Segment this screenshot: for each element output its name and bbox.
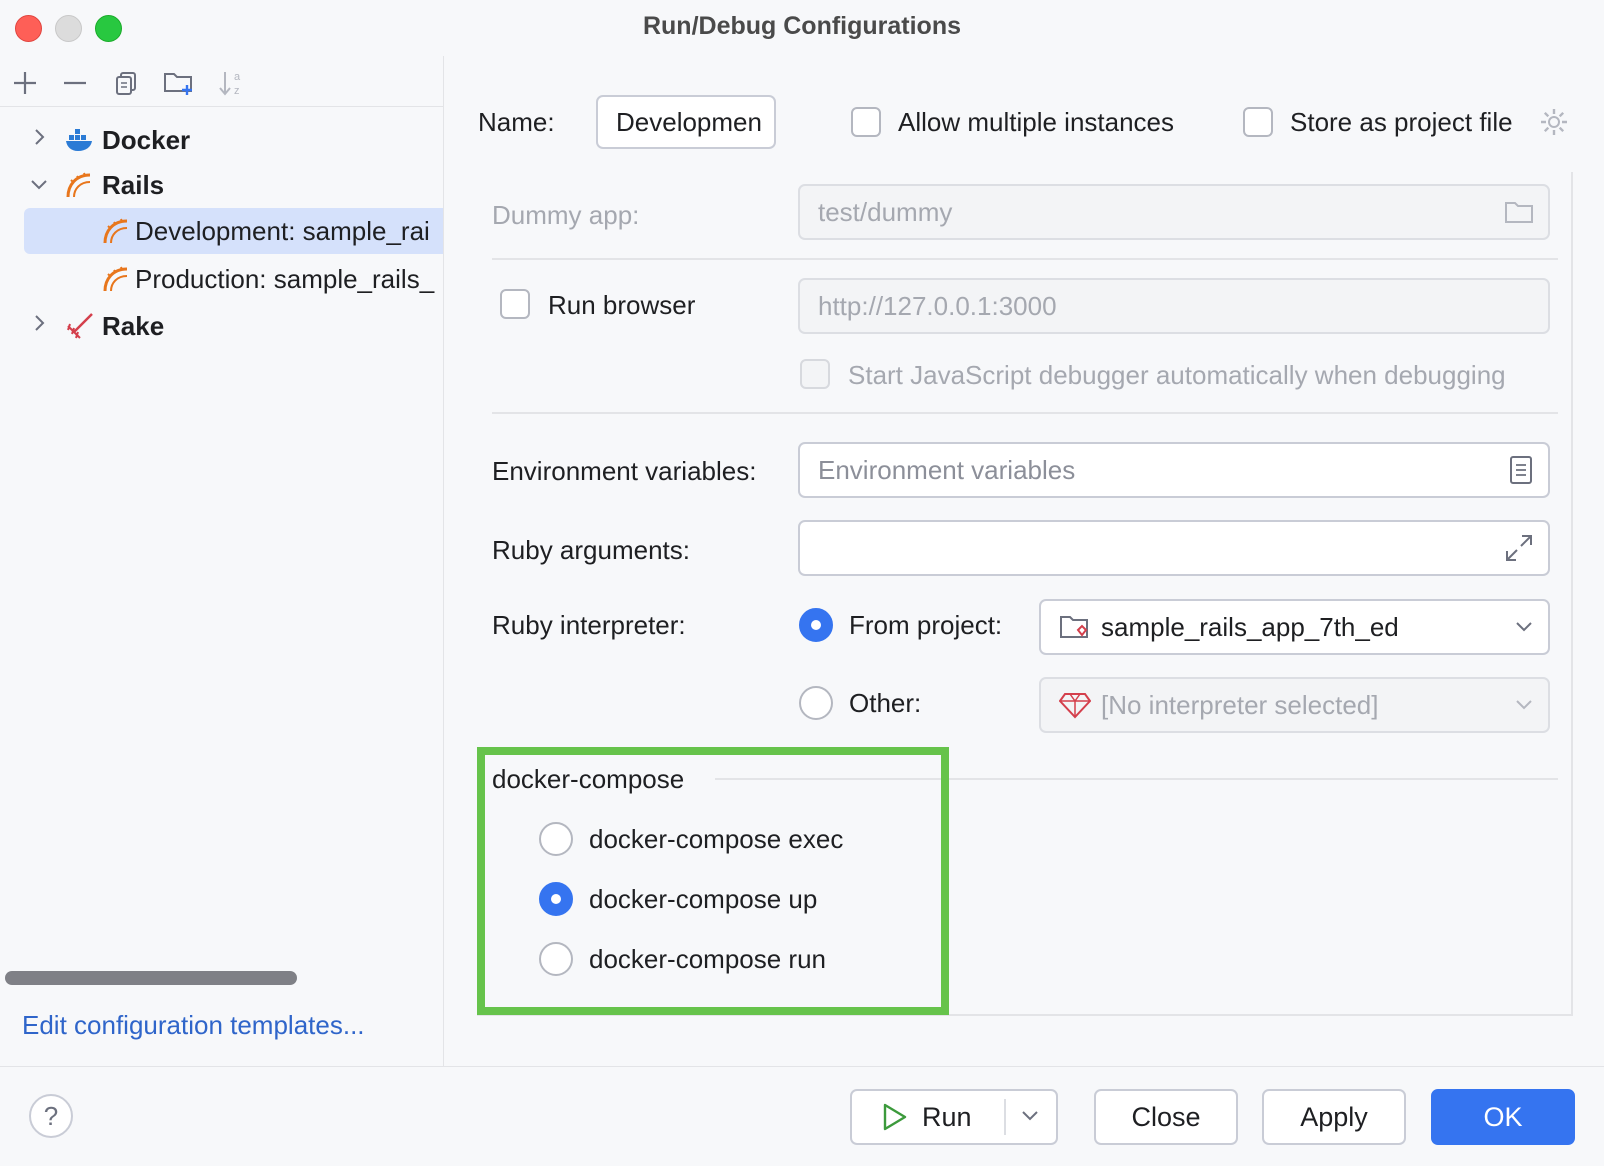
docker-compose-up-label: docker-compose up — [589, 884, 818, 914]
apply-button[interactable]: Apply — [1262, 1089, 1406, 1145]
maximize-window-button[interactable] — [95, 15, 122, 42]
allow-multiple-instances-label: Allow multiple instances — [898, 107, 1175, 137]
edit-configuration-templates-link[interactable]: Edit configuration templates... — [22, 1010, 365, 1040]
other-interpreter-select: [No interpreter selected] — [1039, 677, 1550, 733]
js-debugger-checkbox — [800, 359, 830, 389]
run-browser-label: Run browser — [548, 290, 696, 320]
help-button[interactable]: ? — [29, 1094, 73, 1138]
run-button-label[interactable]: Run — [922, 1101, 972, 1132]
other-label: Other: — [849, 688, 922, 718]
chevron-right-icon[interactable] — [27, 313, 51, 339]
chevron-right-icon[interactable] — [27, 127, 51, 153]
folder-icon — [1504, 200, 1534, 224]
project-interpreter-select[interactable]: sample_rails_app_7th_ed — [1039, 599, 1550, 655]
ok-button[interactable]: OK — [1431, 1089, 1575, 1145]
name-label: Name: — [478, 107, 555, 137]
docker-compose-exec-radio[interactable] — [539, 822, 573, 856]
other-interpreter-radio[interactable] — [799, 686, 833, 720]
name-input[interactable]: Developmen — [596, 95, 776, 149]
js-debugger-label: Start JavaScript debugger automatically … — [848, 360, 1506, 390]
remove-icon[interactable] — [58, 66, 92, 100]
rails-icon — [102, 264, 132, 294]
tree-item-docker[interactable]: Docker — [0, 117, 443, 163]
browser-url-value: http://127.0.0.1:3000 — [818, 290, 1057, 321]
docker-compose-group-title: docker-compose — [492, 764, 685, 794]
copy-icon[interactable] — [109, 66, 143, 100]
config-options-scroll-area — [477, 172, 1573, 1016]
title-bar: Run/Debug Configurations — [0, 0, 1604, 56]
docker-compose-highlight-box — [477, 747, 949, 1015]
browser-url-field: http://127.0.0.1:3000 — [798, 278, 1550, 334]
tree-item-label: Rails — [102, 169, 165, 200]
tree-item-rake[interactable]: Rake — [0, 303, 443, 349]
docker-compose-up-radio[interactable] — [539, 882, 573, 916]
window-title: Run/Debug Configurations — [642, 12, 962, 40]
docker-compose-run-radio[interactable] — [539, 942, 573, 976]
tree-item-label: Rake — [102, 310, 165, 341]
allow-multiple-instances-checkbox[interactable] — [851, 107, 881, 137]
chevron-down-icon — [1514, 698, 1534, 712]
docker-compose-run-label: docker-compose run — [589, 944, 826, 974]
store-as-project-file-label: Store as project file — [1290, 107, 1513, 137]
chevron-down-icon — [1514, 620, 1534, 634]
new-folder-icon[interactable] — [162, 66, 196, 100]
tree-item-label: Docker — [102, 124, 191, 155]
tree-item-label: Development: sample_rai — [135, 215, 430, 246]
tree-item-label: Production: sample_rails_ — [135, 263, 435, 294]
docker-compose-exec-label: docker-compose exec — [589, 824, 844, 854]
close-button[interactable]: Close — [1094, 1089, 1238, 1145]
tree-item-development[interactable]: Development: sample_rai — [24, 208, 443, 254]
name-value: Developmen — [616, 106, 762, 137]
other-interpreter-value: [No interpreter selected] — [1101, 689, 1379, 720]
rails-icon — [102, 216, 132, 246]
environment-variables-label: Environment variables: — [492, 456, 757, 486]
close-window-button[interactable] — [15, 15, 42, 42]
dummy-app-label: Dummy app: — [492, 200, 640, 230]
rails-icon — [65, 170, 95, 200]
dummy-app-value: test/dummy — [818, 196, 953, 227]
run-browser-checkbox[interactable] — [500, 289, 530, 319]
minimize-window-button[interactable] — [55, 15, 82, 42]
play-icon[interactable] — [882, 1102, 908, 1132]
ruby-gem-icon — [1059, 691, 1091, 719]
store-as-project-file-checkbox[interactable] — [1243, 107, 1273, 137]
document-icon[interactable] — [1508, 455, 1534, 485]
svg-text:z: z — [234, 85, 240, 97]
ruby-arguments-input[interactable] — [798, 520, 1550, 576]
group-separator — [715, 778, 1558, 780]
rake-icon — [65, 311, 95, 341]
ruby-interpreter-label: Ruby interpreter: — [492, 610, 686, 640]
toolbar-separator — [0, 106, 443, 107]
gear-icon[interactable] — [1538, 106, 1570, 143]
docker-icon — [65, 125, 95, 155]
run-button-group: Run — [850, 1089, 1058, 1145]
ruby-arguments-label: Ruby arguments: — [492, 535, 690, 565]
expand-icon[interactable] — [1504, 533, 1534, 563]
chevron-down-icon[interactable] — [1020, 1109, 1040, 1123]
run-split-divider — [1004, 1099, 1006, 1135]
panel-divider[interactable] — [443, 56, 444, 1066]
from-project-label: From project: — [849, 610, 1003, 640]
chevron-down-icon[interactable] — [27, 172, 51, 198]
svg-text:a: a — [234, 71, 241, 83]
environment-variables-placeholder: Environment variables — [818, 454, 1076, 485]
project-interpreter-value: sample_rails_app_7th_ed — [1101, 611, 1399, 642]
from-project-radio[interactable] — [799, 608, 833, 642]
environment-variables-input[interactable]: Environment variables — [798, 442, 1550, 498]
tree-item-production[interactable]: Production: sample_rails_ — [0, 256, 443, 302]
footer-separator — [0, 1066, 1604, 1067]
tree-item-rails[interactable]: Rails — [0, 162, 443, 208]
folder-ruby-icon — [1059, 613, 1091, 641]
add-icon[interactable] — [8, 66, 42, 100]
tree-horizontal-scrollbar[interactable] — [5, 971, 297, 985]
separator — [492, 412, 1558, 414]
dummy-app-field: test/dummy — [798, 184, 1550, 240]
separator — [492, 258, 1558, 260]
